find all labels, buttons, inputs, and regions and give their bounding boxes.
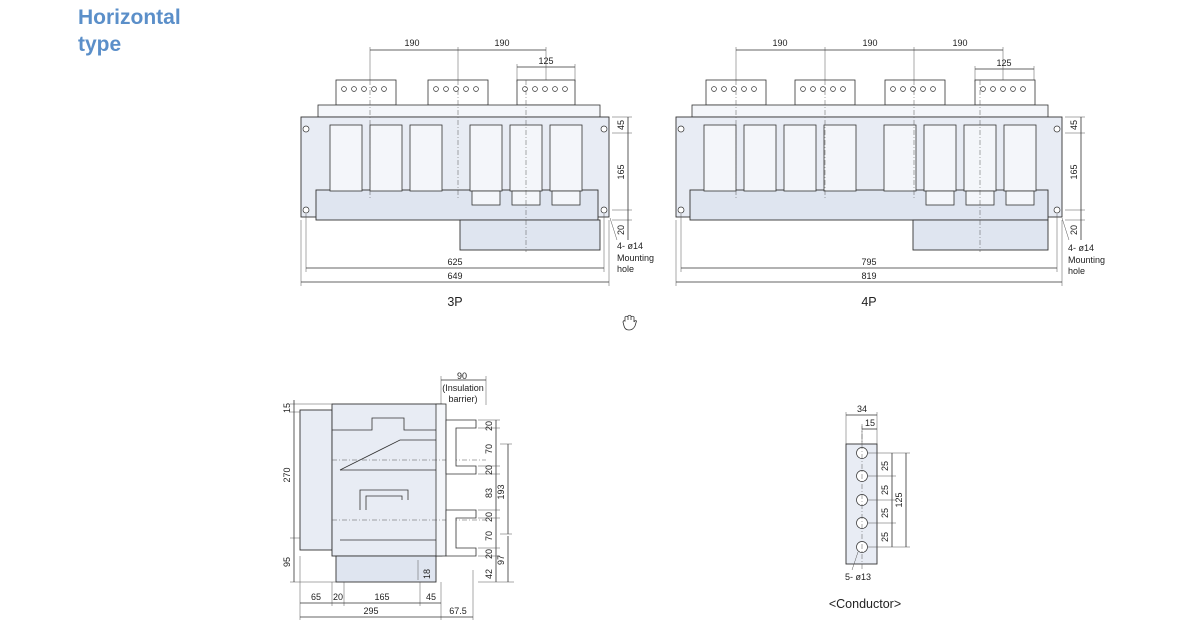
- dim-side-r6: 70: [484, 531, 494, 541]
- dim-side-165: 165: [374, 592, 389, 602]
- dim-4p-pitch-a: 190: [772, 38, 787, 48]
- dim-side-15: 15: [282, 403, 292, 413]
- dim-3p-width-inner: 625: [447, 257, 462, 267]
- dim-cond-p4: 25: [880, 532, 890, 542]
- dim-side-270: 270: [282, 467, 292, 482]
- dim-4p-h-top: 45: [1069, 120, 1079, 130]
- barrier-line2: barrier): [448, 394, 477, 404]
- dim-3p-h-top: 45: [616, 120, 626, 130]
- diagram-side-view: 90 (Insulation barrier) 18 15 270 95: [282, 371, 514, 620]
- dim-cond-p2: 25: [880, 485, 890, 495]
- dim-4p-pitch-c: 190: [952, 38, 967, 48]
- caption-3p: 3P: [447, 295, 462, 309]
- diagram-4p: 190 190 190 125: [675, 38, 1105, 309]
- dim-4p-h-bot: 20: [1069, 225, 1079, 235]
- dim-side-95: 95: [282, 557, 292, 567]
- dim-side-r7: 20: [484, 549, 494, 559]
- diagram-conductor: 34 15 25 25 25 25 125 5- ø13 <Conductor>: [829, 404, 910, 611]
- dim-4p-width-inner: 795: [861, 257, 876, 267]
- dim-side-295: 295: [363, 606, 378, 616]
- dim-3p-h-bot: 20: [616, 225, 626, 235]
- dim-side-20: 20: [333, 592, 343, 602]
- barrier-line1: (Insulation: [442, 383, 484, 393]
- dim-side-r3: 20: [484, 465, 494, 475]
- dim-side-193: 193: [496, 484, 506, 499]
- dim-3p-width-outer: 649: [447, 271, 462, 281]
- dim-4p-term: 125: [996, 58, 1011, 68]
- terminal-4p: [705, 79, 1036, 106]
- dim-3p-pitch-a: 190: [404, 38, 419, 48]
- dim-side-90: 90: [457, 371, 467, 381]
- title-line-2: type: [78, 33, 122, 56]
- dim-4p-width-outer: 819: [861, 271, 876, 281]
- dim-side-r1: 20: [484, 421, 494, 431]
- section-title: Horizontal type: [78, 4, 181, 58]
- dim-3p-h-mid: 165: [616, 164, 626, 179]
- mount-4p-line2: Mounting: [1068, 255, 1105, 265]
- title-line-1: Horizontal: [78, 6, 181, 29]
- diagram-3p: 190 190 125: [300, 38, 654, 309]
- dim-cond-p3: 25: [880, 508, 890, 518]
- dim-side-r2: 70: [484, 444, 494, 454]
- mount-3p-line1: 4- ø14: [617, 241, 643, 251]
- mount-4p-line3: hole: [1068, 266, 1085, 276]
- mount-3p-line2: Mounting: [617, 253, 654, 263]
- terminal-holes-4p: [711, 86, 1026, 92]
- dim-side-18: 18: [422, 569, 432, 579]
- dim-3p-term: 125: [538, 56, 553, 66]
- dim-4p-h-mid: 165: [1069, 164, 1079, 179]
- dim-cond-125: 125: [894, 492, 904, 507]
- dim-side-97: 97: [496, 555, 506, 565]
- dim-4p-pitch-b: 190: [862, 38, 877, 48]
- cond-holes-note: 5- ø13: [845, 572, 871, 582]
- dim-side-r8: 42: [484, 569, 494, 579]
- terminal-holes-3p: [341, 86, 568, 92]
- caption-4p: 4P: [861, 295, 876, 309]
- dim-side-65: 65: [311, 592, 321, 602]
- dim-side-45: 45: [426, 592, 436, 602]
- dim-side-67-5: 67.5: [449, 606, 467, 616]
- dim-cond-p1: 25: [880, 461, 890, 471]
- dim-side-r4: 83: [484, 488, 494, 498]
- mount-3p-line3: hole: [617, 264, 634, 274]
- dim-side-r5: 20: [484, 512, 494, 522]
- dim-cond-34: 34: [857, 404, 867, 414]
- caption-conductor: <Conductor>: [829, 597, 901, 611]
- hand-cursor-icon: [622, 314, 637, 331]
- mount-4p-line1: 4- ø14: [1068, 243, 1094, 253]
- terminal-3p: [335, 79, 576, 106]
- dim-cond-15: 15: [865, 418, 875, 428]
- dim-3p-pitch-b: 190: [494, 38, 509, 48]
- breaker-side-body: [331, 403, 443, 557]
